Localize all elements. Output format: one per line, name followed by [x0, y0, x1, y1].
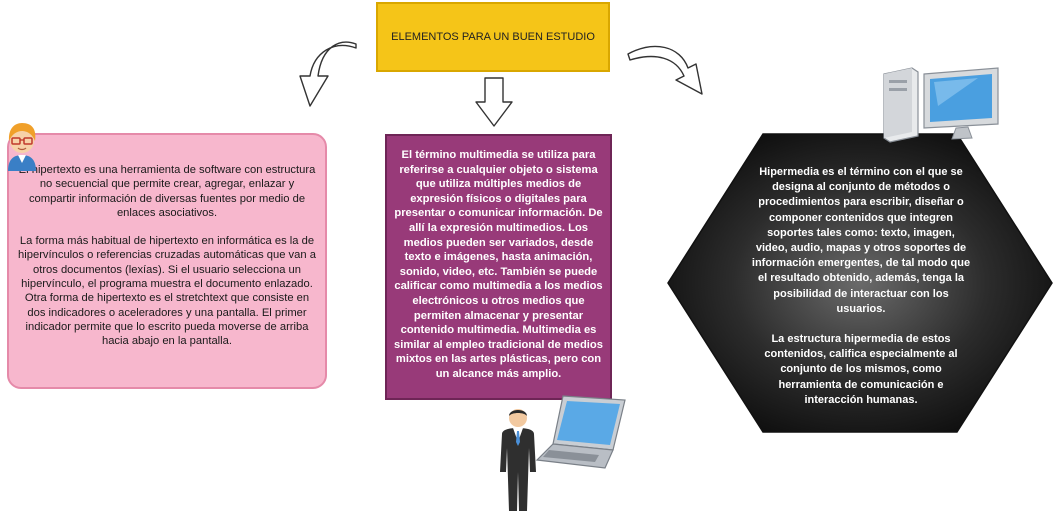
multimedia-box: El término multimedia se utiliza para re… — [385, 134, 612, 400]
hypermedia-text-block: Hipermedia es el término con el que se d… — [750, 165, 972, 423]
businessman-icon — [500, 409, 536, 511]
hypertext-paragraph-2: La forma más habitual de hipertexto en i… — [18, 235, 316, 348]
central-title-box: ELEMENTOS PARA UN BUEN ESTUDIO — [376, 2, 610, 72]
curved-arrow-right-icon — [627, 45, 703, 95]
laptop-icon — [535, 395, 626, 469]
down-arrow-icon — [475, 77, 513, 127]
desktop-computer-icon — [883, 67, 999, 143]
curved-arrow-left-icon — [299, 41, 357, 107]
hypertext-box: El hipertexto es una herramienta de soft… — [7, 133, 327, 389]
hypertext-paragraph-1: El hipertexto es una herramienta de soft… — [18, 164, 316, 219]
multimedia-text: El término multimedia se utiliza para re… — [394, 149, 603, 380]
central-title: ELEMENTOS PARA UN BUEN ESTUDIO — [391, 31, 595, 43]
hypermedia-paragraph-1: Hipermedia es el término con el que se d… — [751, 166, 971, 315]
user-avatar-icon — [8, 123, 36, 171]
hypermedia-paragraph-2: La estructura hipermedia de estos conten… — [764, 333, 958, 406]
